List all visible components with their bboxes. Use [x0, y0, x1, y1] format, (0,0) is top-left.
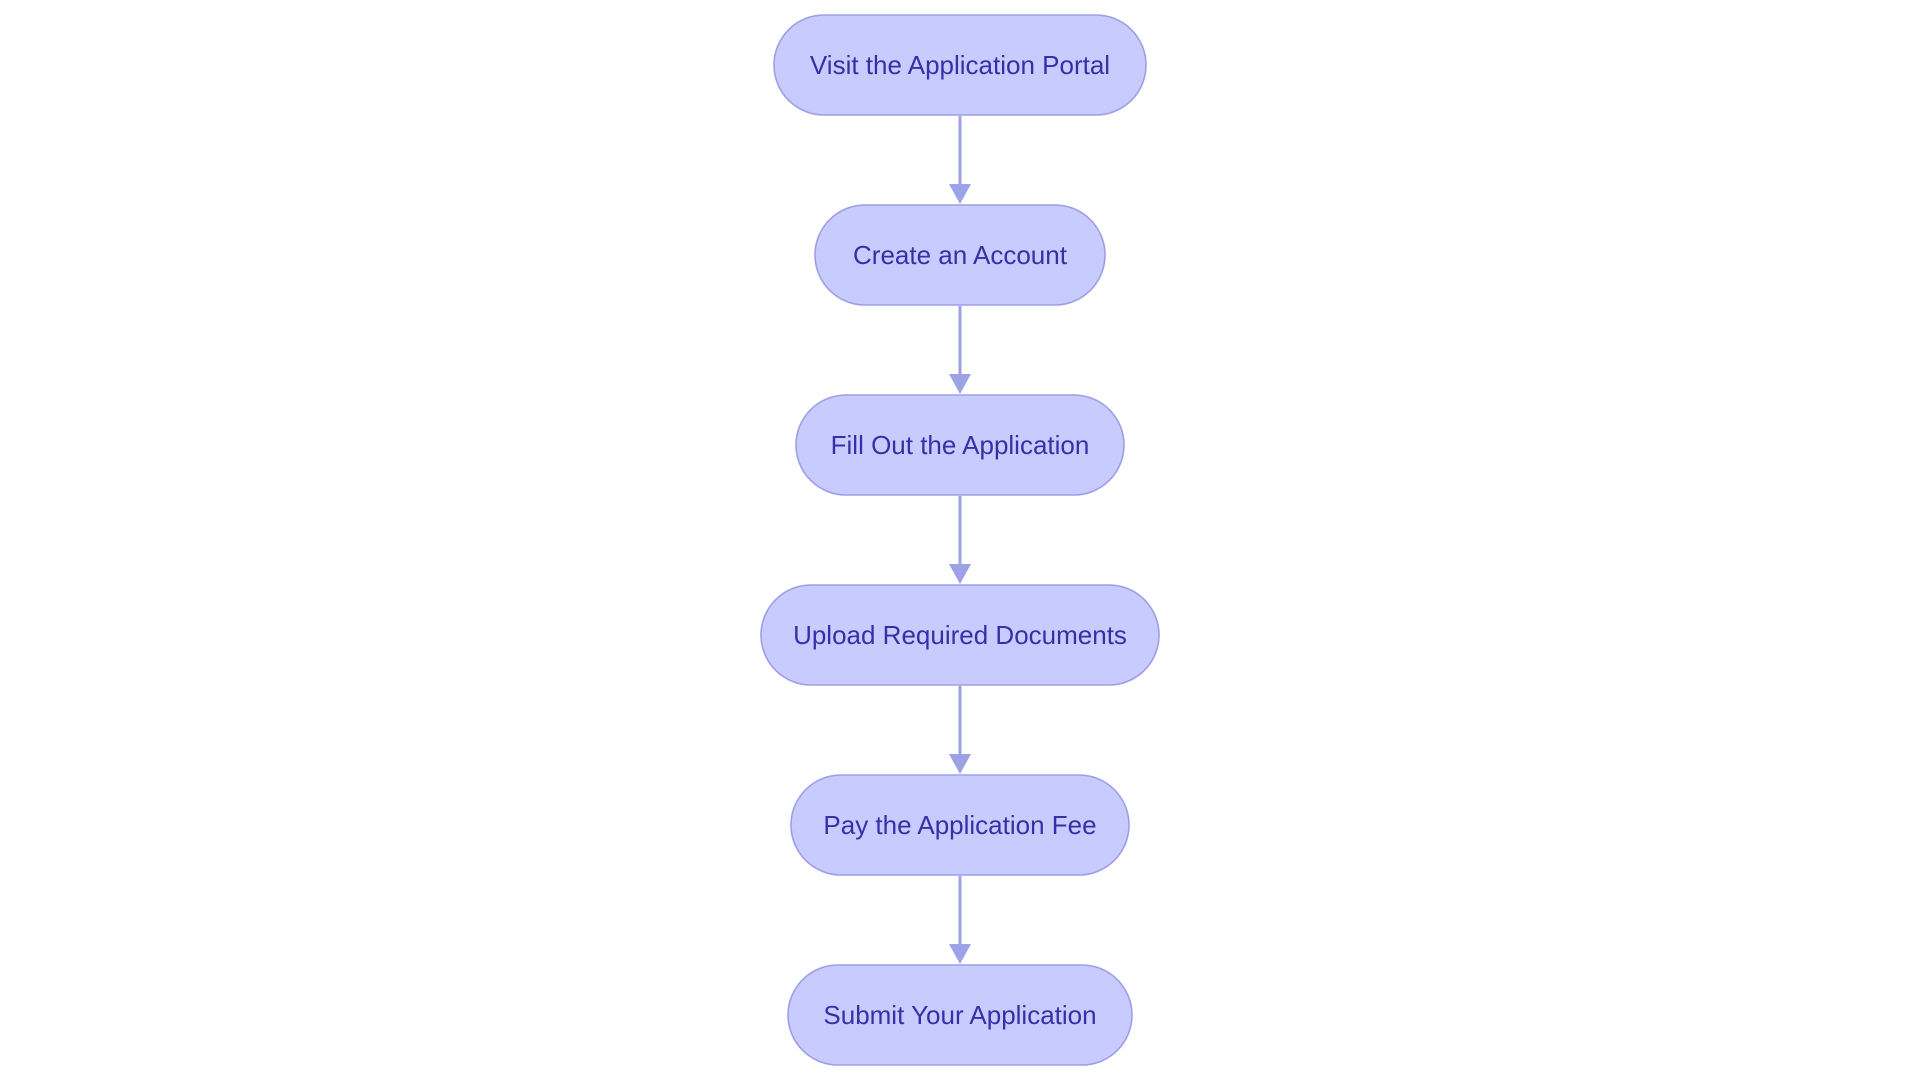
- step-pay-application-fee: Pay the Application Fee: [790, 774, 1130, 876]
- step-label: Pay the Application Fee: [823, 810, 1096, 840]
- step-shape: [760, 584, 1160, 686]
- arrowhead-icon: [949, 184, 971, 204]
- step-shape: [814, 204, 1106, 306]
- flowchart-edges: [949, 116, 971, 964]
- edge-fill-to-upload: [949, 496, 971, 584]
- step-shape: [795, 394, 1125, 496]
- edge-upload-to-pay: [949, 686, 971, 774]
- step-label: Create an Account: [853, 240, 1068, 270]
- step-create-account: Create an Account: [814, 204, 1106, 306]
- arrowhead-icon: [949, 374, 971, 394]
- arrowhead-icon: [949, 944, 971, 964]
- step-fill-out-application: Fill Out the Application: [795, 394, 1125, 496]
- step-shape: [787, 964, 1133, 1066]
- edge-visit-to-account: [949, 116, 971, 204]
- flowchart-nodes: Visit the Application Portal Create an A…: [760, 14, 1160, 1066]
- step-label: Visit the Application Portal: [810, 50, 1110, 80]
- step-label: Upload Required Documents: [793, 620, 1127, 650]
- step-upload-required-documents: Upload Required Documents: [760, 584, 1160, 686]
- step-shape: [790, 774, 1130, 876]
- step-visit-application-portal: Visit the Application Portal: [773, 14, 1147, 116]
- arrowhead-icon: [949, 564, 971, 584]
- edge-account-to-fill: [949, 306, 971, 394]
- step-shape: [773, 14, 1147, 116]
- arrowhead-icon: [949, 754, 971, 774]
- step-label: Submit Your Application: [823, 1000, 1096, 1030]
- edge-pay-to-submit: [949, 876, 971, 964]
- step-label: Fill Out the Application: [831, 430, 1090, 460]
- step-submit-your-application: Submit Your Application: [787, 964, 1133, 1066]
